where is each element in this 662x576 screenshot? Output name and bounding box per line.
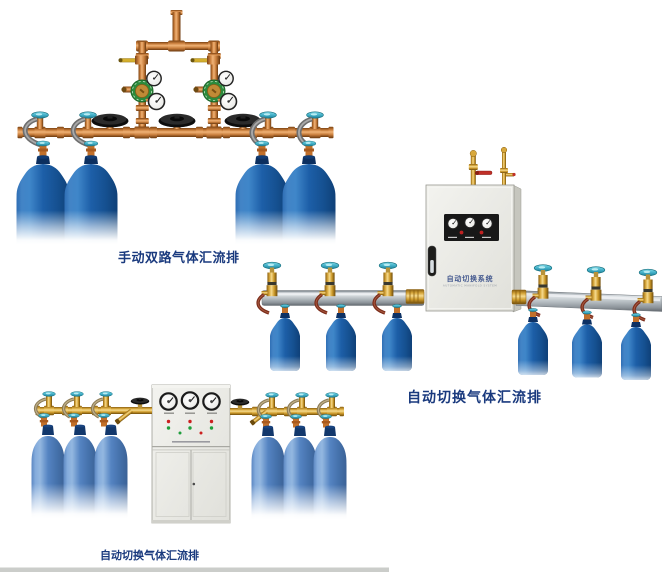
gas-cylinder: [283, 155, 336, 244]
red-button: [459, 230, 464, 235]
gas-cylinder: [518, 308, 548, 375]
cabinet-sublabel: AUTOMATIC MANIFOLD SYSTEM: [443, 284, 497, 288]
pressure-gauge: [218, 70, 234, 87]
red-button: [479, 230, 484, 235]
bottom-image-edge-strip: [0, 567, 389, 572]
gas-cylinder: [621, 313, 651, 380]
caption-manual-dual-manifold: 手动双路气体汇流排: [118, 251, 240, 266]
caption-auto-switch-floor: 自动切换气体汇流排: [100, 549, 199, 562]
gas-cylinder: [382, 304, 412, 371]
rail-valve-station: [529, 265, 552, 316]
gas-cylinder: [32, 425, 65, 518]
rail-valve-station: [582, 267, 605, 318]
auto-switch-floor-manifold-illustration: [32, 384, 347, 524]
gas-cylinder: [236, 155, 289, 244]
cabinet-label: 自动切换系统: [447, 274, 494, 283]
auto-switch-wall-manifold-illustration: 自动切换系统 AUTOMATIC MANIFOLD SYSTEM: [258, 146, 662, 380]
control-cabinet: [425, 184, 515, 312]
handwheel-valve: [91, 113, 129, 128]
gas-cylinder: [64, 425, 97, 518]
pressure-gauge: [146, 70, 162, 87]
handwheel-valve: [158, 113, 196, 128]
gas-cylinder: [326, 304, 356, 371]
gas-cylinder: [17, 155, 70, 244]
gas-cylinder: [572, 311, 602, 378]
caption-auto-switch-wall: 自动切换气体汇流排: [407, 390, 542, 406]
rail-valve-station: [634, 269, 657, 320]
gas-cylinder: [270, 304, 300, 371]
gas-cylinder: [314, 426, 347, 519]
gas-cylinder: [65, 155, 118, 244]
gas-cylinder: [95, 425, 128, 518]
gas-cylinder: [284, 426, 317, 519]
pressure-gauge: [219, 92, 238, 111]
manual-dual-manifold-illustration: [17, 10, 336, 244]
pressure-gauge: [147, 92, 166, 111]
gas-cylinder: [252, 426, 285, 519]
